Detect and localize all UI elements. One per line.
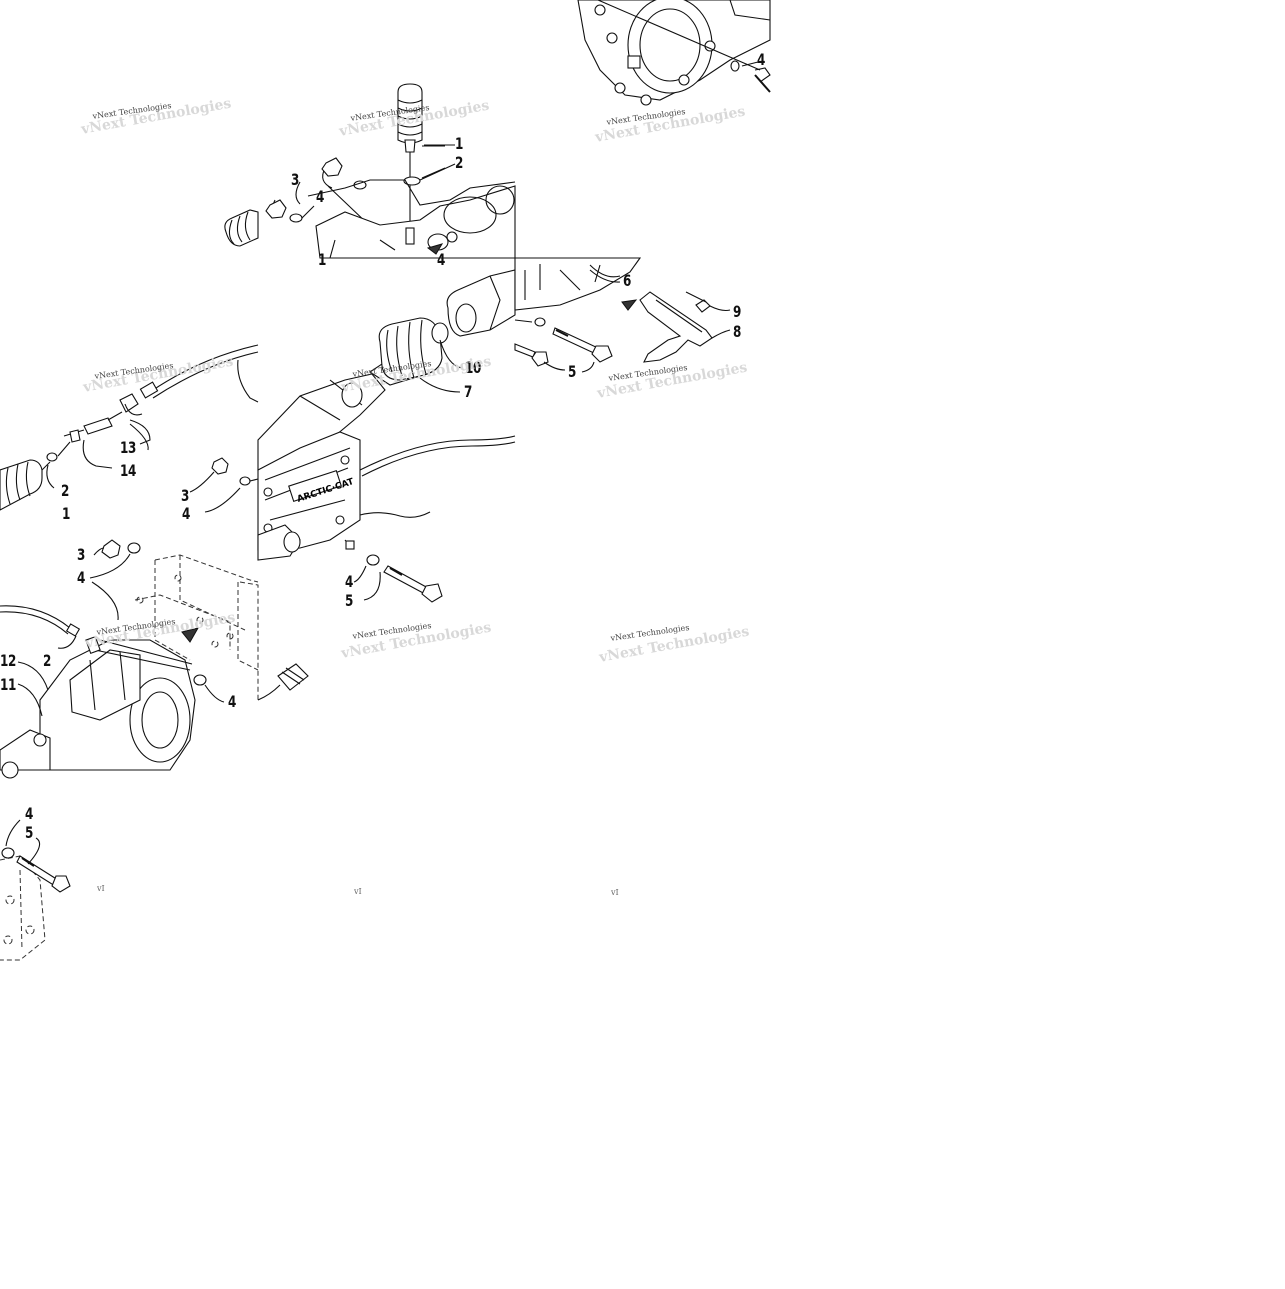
callout-4-bottom-right: 4 (228, 692, 236, 711)
cable-bracket (621, 291, 731, 363)
shift-cable-left (0, 344, 259, 511)
callout-4-mid: 4 (182, 504, 190, 523)
callout-3-bottom: 3 (77, 545, 85, 564)
callout-4-bottom: 4 (77, 568, 85, 587)
callout-12: 12 (0, 651, 16, 670)
callout-6: 6 (623, 271, 631, 290)
callout-3: 3 (291, 170, 299, 189)
drive-shaft-assembly (257, 257, 642, 471)
bottom-bracket-fragment (0, 819, 71, 961)
leader-lines (129, 144, 621, 451)
fasteners-bottom-left (0, 539, 225, 717)
callout-8: 8 (733, 322, 741, 341)
callout-7: 7 (464, 382, 472, 401)
callout-5-center: 5 (345, 591, 353, 610)
callout-9: 9 (733, 302, 741, 321)
watermark-stub: vI (354, 887, 362, 896)
transmission-casting: ARCTIC·CAT (257, 431, 516, 561)
callout-4-center: 4 (345, 572, 353, 591)
callout-2-bottom: 2 (43, 651, 51, 670)
watermark-stub: vI (97, 884, 105, 893)
callout-5-lowest: 5 (25, 823, 33, 842)
callout-1-cut: 1 (318, 250, 326, 269)
callout-5: 5 (568, 362, 576, 381)
callout-4: 4 (316, 187, 324, 206)
mounting-bolts-middle (514, 317, 613, 373)
callout-2-left: 2 (61, 481, 69, 500)
rear-housing-bottom-left (0, 636, 196, 779)
callout-1-left: 1 (62, 504, 70, 523)
callout-13: 13 (120, 438, 136, 457)
shift-pin-assembly (265, 83, 516, 259)
watermark-stub: vI (611, 888, 619, 897)
frame-dashed (134, 554, 259, 700)
callout-14: 14 (120, 461, 136, 480)
callout-3-mid: 3 (181, 486, 189, 505)
callout-2: 2 (455, 153, 463, 172)
rubber-boot-left (224, 209, 259, 247)
callout-10: 10 (465, 358, 481, 377)
bolt-washer-center (353, 554, 443, 603)
callout-4-cut: 4 (437, 250, 445, 269)
callout-11: 11 (0, 675, 16, 694)
wire-connector (257, 663, 309, 701)
callout-4-topright: 4 (757, 50, 765, 69)
rear-gear-housing (577, 0, 771, 106)
callout-1: 1 (455, 134, 463, 153)
callout-4-lowest: 4 (25, 804, 33, 823)
nut-washer-mid-left (189, 457, 259, 513)
